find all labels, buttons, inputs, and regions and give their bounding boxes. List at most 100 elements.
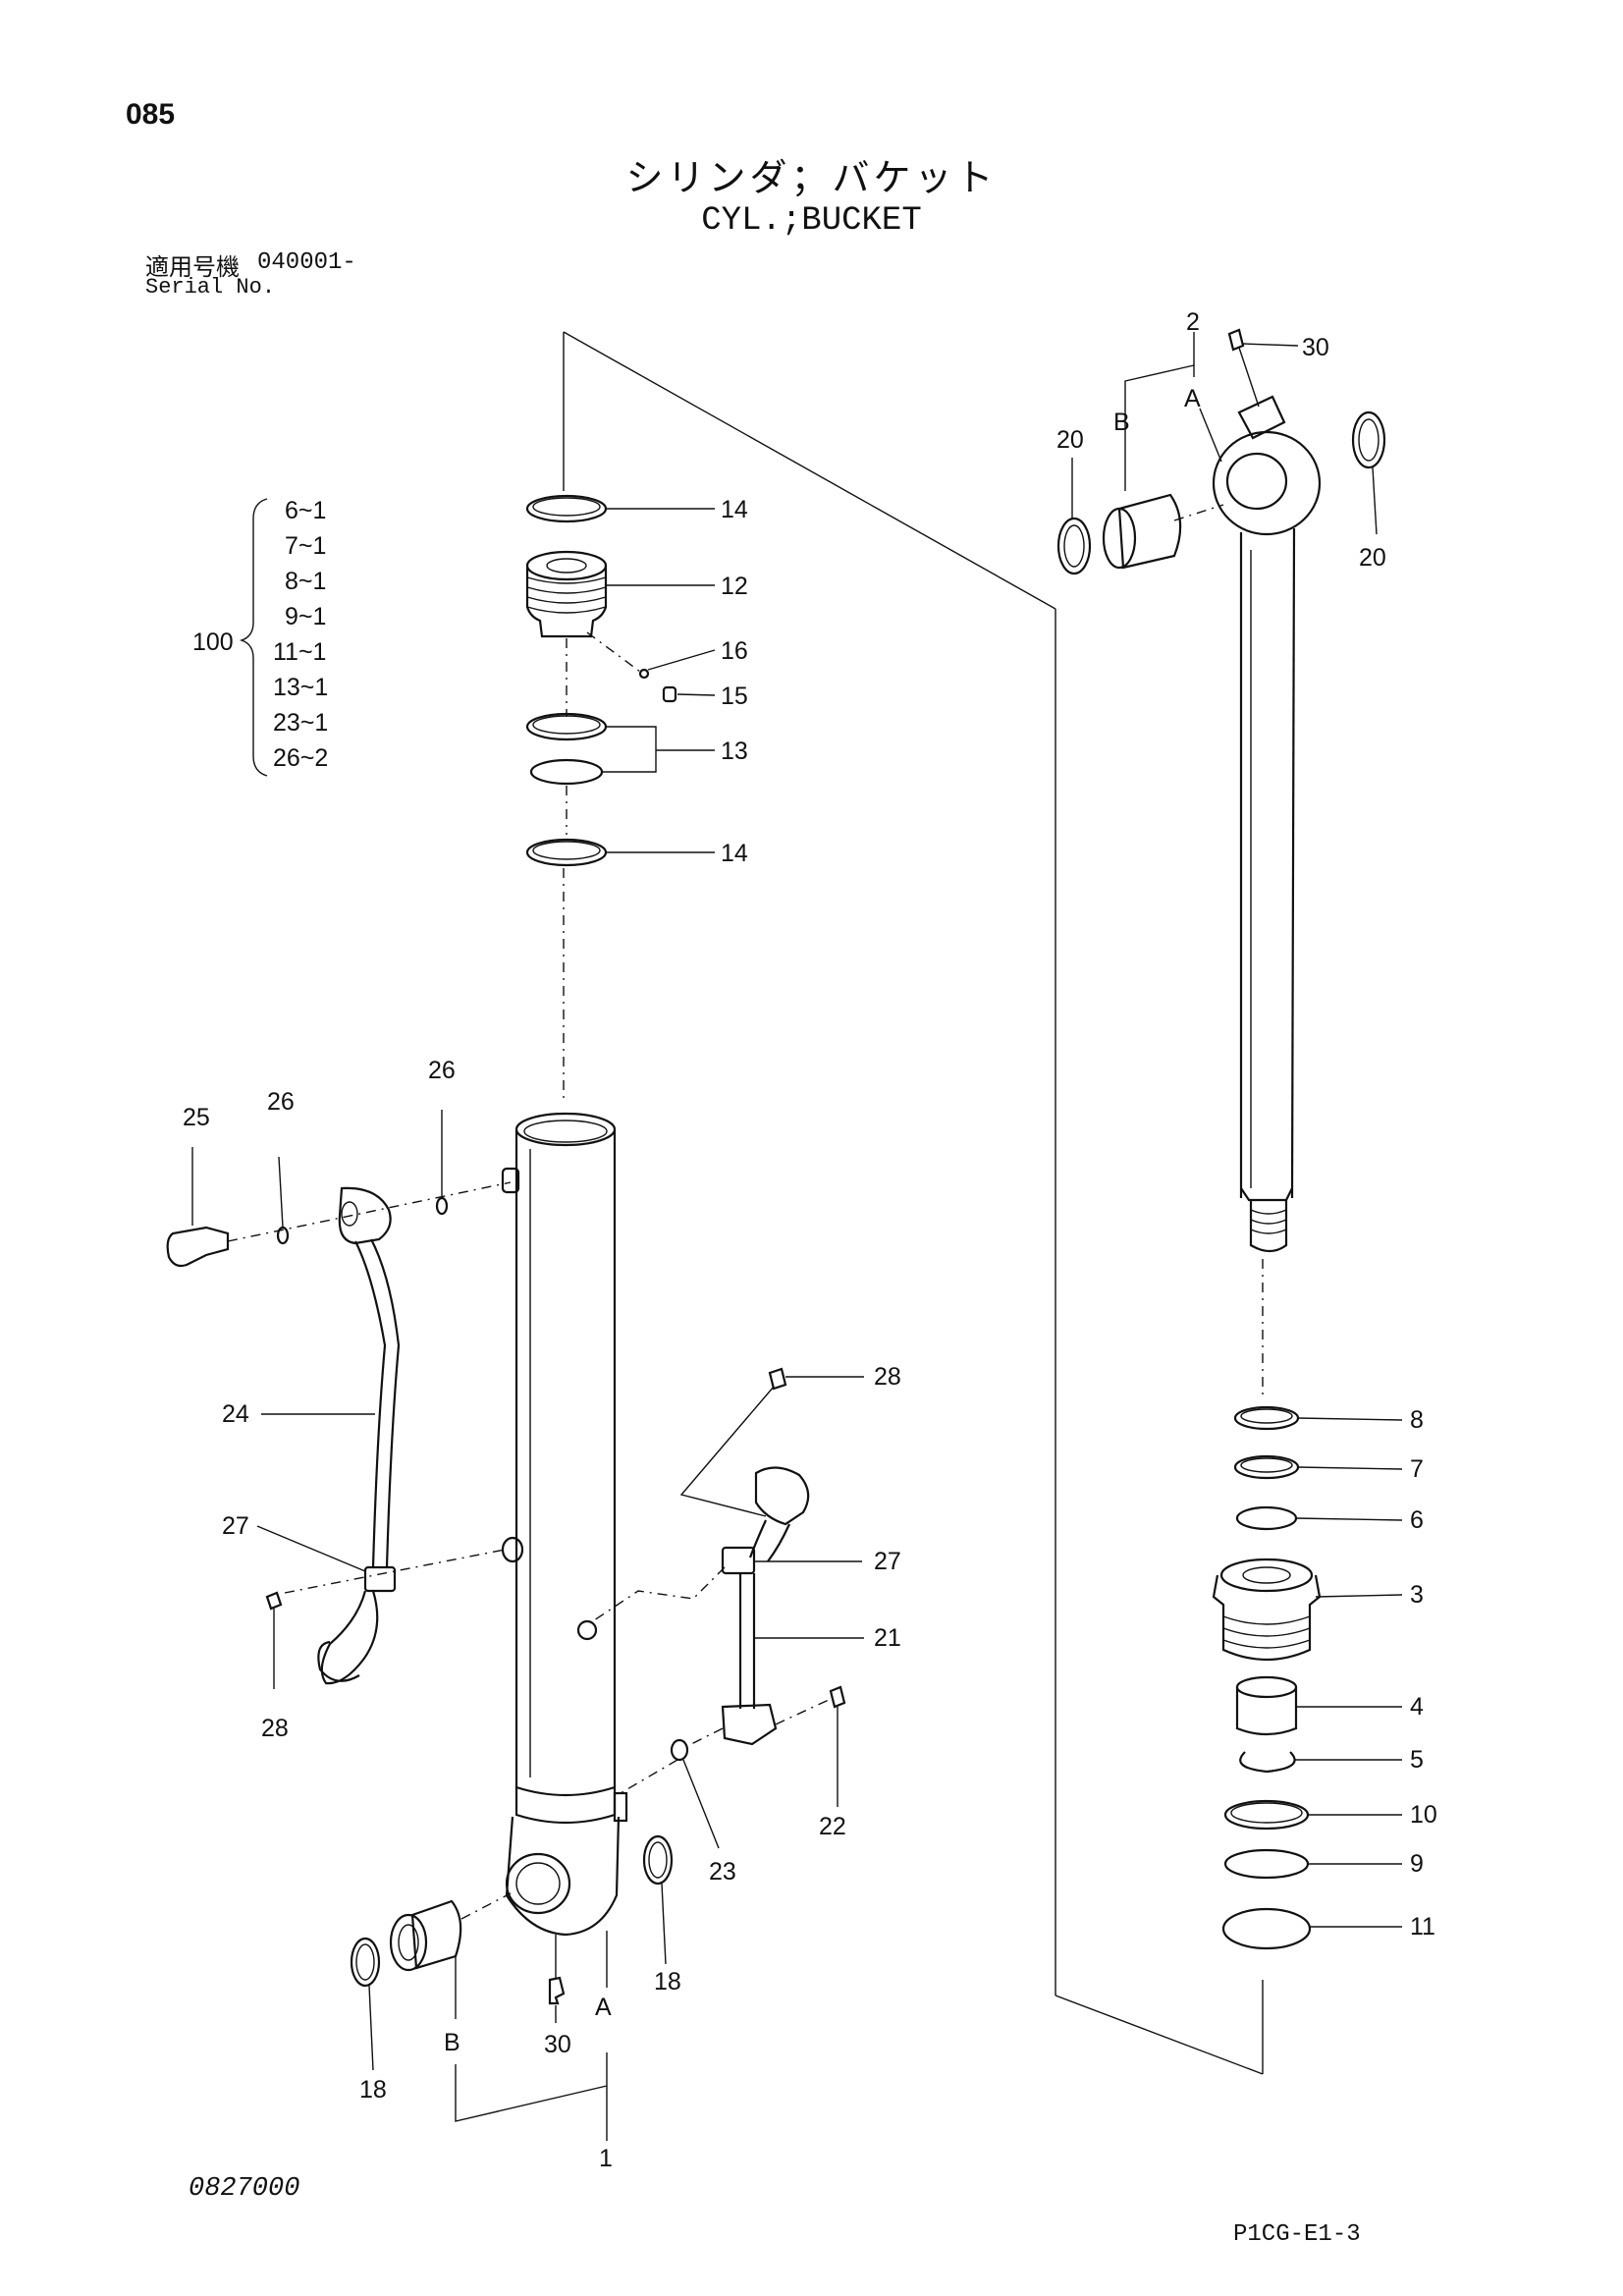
cylinder-bottom-clevis bbox=[505, 1816, 621, 1937]
pipe-assembly-right bbox=[590, 1367, 864, 1849]
leader-line bbox=[679, 1386, 775, 1517]
page-number: 085 bbox=[126, 98, 176, 131]
leader-line bbox=[1173, 504, 1224, 521]
cylinder-tube-1 bbox=[501, 1112, 628, 1937]
callout-number: 26 bbox=[428, 1057, 456, 1084]
callout-number: 26 bbox=[267, 1088, 295, 1116]
ring-9 bbox=[1223, 1848, 1310, 1880]
ring-7-inner bbox=[1240, 1457, 1293, 1473]
rod-cover-12-bore bbox=[546, 558, 587, 574]
pipe-elbow-upper bbox=[338, 1186, 392, 1245]
kit-item: 7~1 bbox=[285, 532, 326, 560]
piston-3-grooves bbox=[1222, 1615, 1311, 1649]
ring-10 bbox=[1223, 1799, 1310, 1831]
backup-ring-14-bottom-inner bbox=[532, 841, 601, 860]
callout-number: 2 bbox=[1186, 308, 1200, 336]
leader-line bbox=[647, 649, 716, 671]
callout-number: 27 bbox=[222, 1512, 249, 1540]
bushing-4-top bbox=[1235, 1675, 1298, 1699]
callout-number: 6 bbox=[1410, 1506, 1424, 1534]
rod-eye-bore bbox=[1225, 452, 1288, 511]
ring-7 bbox=[1233, 1454, 1300, 1480]
kit-group: 100 6~1 7~1 8~1 9~1 11~1 13~1 23~1 26~2 bbox=[192, 497, 328, 777]
o-ring-26-right bbox=[435, 1196, 449, 1216]
dust-seal-20-right bbox=[1351, 410, 1386, 469]
leader-line bbox=[686, 1727, 724, 1747]
leader-line bbox=[256, 1525, 366, 1572]
cylinder-tube-mouth bbox=[514, 1112, 617, 1147]
cylinder-head-parts bbox=[525, 331, 1056, 1100]
rod-cover-12 bbox=[525, 566, 608, 638]
backup-ring-14-bottom bbox=[525, 838, 608, 867]
rod-eye-boss bbox=[1212, 430, 1322, 536]
bolt-28-lower bbox=[265, 1591, 283, 1611]
dust-seal-18-left-inner bbox=[355, 1943, 375, 1981]
callout-number: 28 bbox=[874, 1363, 901, 1391]
serial-label-english: Serial No. bbox=[145, 275, 276, 300]
callout-number: 13 bbox=[721, 738, 748, 765]
leader-line bbox=[1372, 466, 1378, 535]
bushing-b-bottom-face bbox=[389, 1913, 428, 1972]
leader-line bbox=[1238, 347, 1260, 408]
dust-seal-20-left bbox=[1056, 517, 1092, 575]
leader-line bbox=[1297, 1466, 1403, 1470]
leader-line bbox=[368, 1985, 374, 2071]
pipe-24-edge bbox=[370, 1238, 401, 1568]
callout-number: 24 bbox=[222, 1400, 249, 1428]
bushing-4 bbox=[1235, 1687, 1298, 1736]
pipe-flange-lower bbox=[317, 1640, 360, 1682]
cylinder-tube-threads bbox=[523, 1120, 608, 1143]
leader-line bbox=[682, 1759, 720, 1849]
seal-13-upper-inner bbox=[532, 715, 601, 735]
callout-number: 12 bbox=[721, 573, 748, 600]
frame-line bbox=[1055, 1995, 1264, 2075]
leader-line bbox=[602, 726, 657, 773]
callout-number: 5 bbox=[1410, 1746, 1424, 1774]
callout-number: 25 bbox=[183, 1104, 210, 1131]
callout-number: 8 bbox=[1410, 1406, 1424, 1434]
frame-line bbox=[563, 331, 1056, 610]
kit-number: 100 bbox=[192, 629, 234, 656]
callout-letter: B bbox=[444, 2029, 460, 2056]
piston-rod-neck bbox=[1240, 1187, 1293, 1202]
rod-eye-grease-boss bbox=[1237, 395, 1286, 440]
dust-seal-18-left bbox=[350, 1937, 381, 1988]
rod-cover-12-top bbox=[525, 550, 608, 581]
callout-number: 1 bbox=[599, 2145, 613, 2172]
callout-number: 18 bbox=[359, 2076, 387, 2104]
pipe-elbow-upper-port bbox=[341, 1201, 358, 1227]
seal-13-upper bbox=[525, 712, 608, 741]
callout-number: 18 bbox=[654, 1968, 681, 1995]
piston-3-bore bbox=[1242, 1566, 1291, 1584]
clevis-pin-hole bbox=[505, 1852, 571, 1915]
port-boss-side bbox=[576, 1619, 598, 1641]
rod-cover-12-threads bbox=[526, 576, 607, 614]
callout-number: 9 bbox=[1410, 1850, 1424, 1878]
grease-fitting-30-top bbox=[1227, 328, 1245, 352]
kit-item: 6~1 bbox=[285, 497, 326, 524]
kit-brace bbox=[239, 498, 268, 777]
callout-number: 23 bbox=[709, 1858, 736, 1886]
pipe-assembly-left bbox=[166, 1110, 512, 1689]
cylinder-tube-collar bbox=[514, 1785, 617, 1825]
kit-item: 13~1 bbox=[273, 674, 328, 701]
callout-letter: A bbox=[1184, 385, 1201, 412]
ring-8 bbox=[1233, 1405, 1300, 1431]
backup-ring-14-top-inner bbox=[532, 497, 601, 517]
callout-number: 14 bbox=[721, 496, 748, 523]
bushing-b-bottom-bore bbox=[398, 1924, 419, 1961]
callout-number: 30 bbox=[544, 2031, 571, 2058]
serial-number-value: 040001- bbox=[257, 249, 356, 276]
leader-line bbox=[455, 2052, 608, 2122]
callout-number: 14 bbox=[721, 840, 748, 867]
callout-number: 7 bbox=[1410, 1455, 1424, 1483]
kit-item: 23~1 bbox=[273, 709, 328, 737]
leader-line bbox=[1242, 343, 1299, 347]
callout-number: 20 bbox=[1056, 426, 1084, 454]
clevis-side-boss bbox=[613, 1791, 628, 1823]
dust-seal-20-left-inner bbox=[1063, 524, 1085, 568]
clevis-pin-hole-inner bbox=[515, 1862, 561, 1905]
leader-line bbox=[1315, 1594, 1403, 1598]
callout-letter: A bbox=[595, 1994, 612, 2021]
leader-line bbox=[460, 1892, 512, 1920]
